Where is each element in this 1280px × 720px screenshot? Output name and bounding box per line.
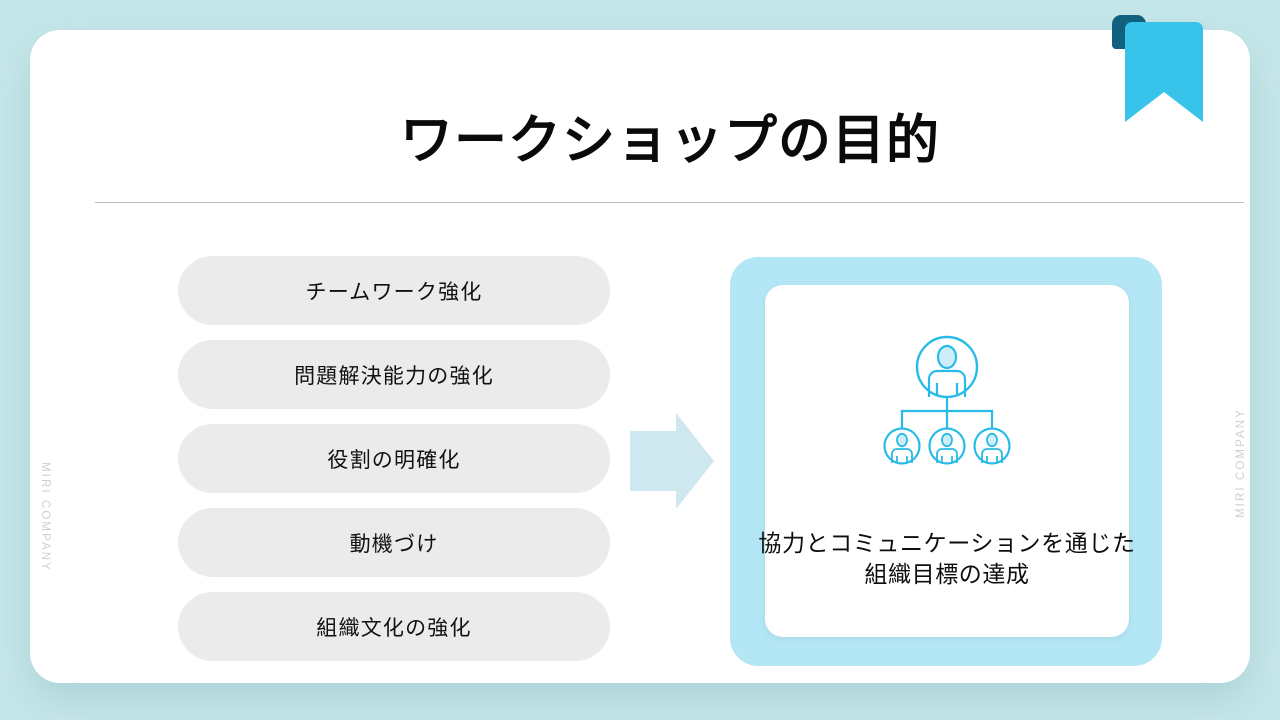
list-item[interactable]: 動機づけ (178, 508, 610, 577)
outcome-text-line1: 協力とコミュニケーションを通じた (758, 531, 1136, 557)
bookmark-icon (1125, 22, 1203, 122)
organization-hierarchy-icon (881, 335, 1013, 465)
list-item[interactable]: 役割の明確化 (178, 424, 610, 493)
slide-card: ワークショップの目的 MIRI COMPANY MIRI COMPANY チーム… (30, 30, 1250, 683)
outcome-card: 協力とコミュニケーションを通じた 組織目標の達成 (758, 285, 1135, 637)
outcome-panel: 協力とコミュニケーションを通じた 組織目標の達成 (730, 257, 1162, 666)
objective-label: 動機づけ (349, 531, 439, 556)
arrow-right-icon (630, 413, 714, 509)
objectives-list: チームワーク強化 問題解決能力の強化 役割の明確化 動機づけ 組織文化の強化 (178, 256, 610, 676)
bookmark-decoration (1112, 0, 1222, 130)
list-item[interactable]: 組織文化の強化 (178, 592, 610, 661)
objective-label: チームワーク強化 (305, 279, 483, 304)
watermark-right: MIRI COMPANY (1235, 408, 1247, 518)
objective-label: 役割の明確化 (327, 447, 461, 472)
title-divider (95, 202, 1244, 203)
list-item[interactable]: 問題解決能力の強化 (178, 340, 610, 409)
page-title: ワークショップの目的 (400, 111, 940, 170)
objective-label: 問題解決能力の強化 (294, 363, 494, 388)
objective-label: 組織文化の強化 (316, 615, 472, 640)
outcome-text: 協力とコミュニケーションを通じた 組織目標の達成 (722, 529, 1172, 590)
list-item[interactable]: チームワーク強化 (178, 256, 610, 325)
outcome-text-line2: 組織目標の達成 (864, 561, 1030, 588)
watermark-left: MIRI COMPANY (39, 462, 51, 572)
